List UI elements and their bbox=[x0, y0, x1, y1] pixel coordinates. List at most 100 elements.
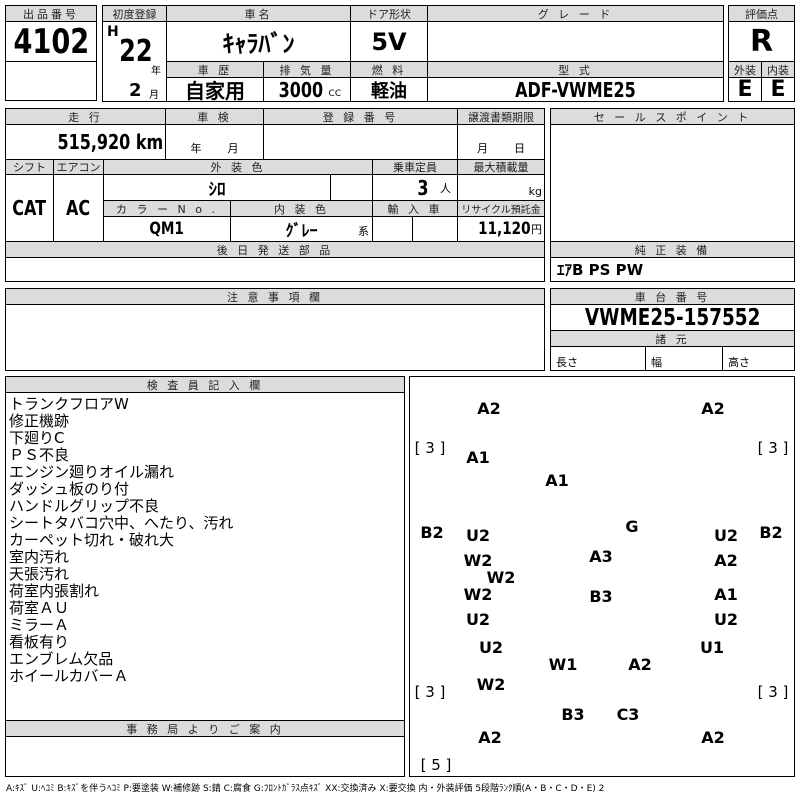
damage-mark: [ 3 ] bbox=[757, 439, 789, 457]
lot-empty bbox=[5, 61, 97, 101]
ac-label: エアコン bbox=[53, 159, 104, 175]
damage-mark: W2 bbox=[463, 551, 493, 570]
sales-point-label: セ ー ル ス ポ イ ン ト bbox=[550, 108, 795, 125]
specs-label: 諸 元 bbox=[550, 330, 795, 347]
displacement-label: 排 気 量 bbox=[263, 61, 351, 78]
mileage-label: 走 行 bbox=[5, 108, 166, 125]
color-no-label: カ ラ ー N o . bbox=[103, 200, 231, 217]
inspector-note: シートタバコ穴中、へたり、汚れ bbox=[9, 514, 234, 532]
damage-mark: A2 bbox=[701, 728, 725, 747]
damage-mark: B3 bbox=[561, 705, 585, 724]
specs-height: 高さ bbox=[722, 346, 795, 371]
chassis-label: 車 台 番 号 bbox=[550, 288, 795, 305]
grade-label: グ レ ー ド bbox=[427, 5, 724, 22]
inspector-note: エンジン廻りオイル漏れ bbox=[9, 463, 175, 481]
inspector-note: トランクフロアW bbox=[9, 395, 129, 413]
score-label: 評価点 bbox=[728, 5, 795, 22]
damage-mark: U2 bbox=[713, 610, 739, 629]
later-parts-label: 後 日 発 送 部 品 bbox=[5, 241, 545, 258]
color-no-value: QM1 bbox=[103, 216, 231, 242]
damage-mark: U1 bbox=[699, 638, 725, 657]
int-score: E bbox=[761, 77, 795, 102]
ac-value: AC bbox=[53, 174, 104, 242]
damage-mark: U2 bbox=[478, 638, 504, 657]
model-label: 型 式 bbox=[427, 61, 724, 78]
damage-mark: A1 bbox=[545, 471, 569, 490]
caution-value bbox=[5, 304, 545, 371]
inspector-note: ダッシュ板のり付 bbox=[9, 480, 130, 498]
inspector-note: ハンドルグリップ不良 bbox=[9, 497, 160, 515]
ext-color-value: ｼﾛ bbox=[103, 174, 331, 201]
damage-mark: B3 bbox=[589, 587, 613, 606]
score-value: R bbox=[728, 21, 795, 62]
damage-mark: A1 bbox=[714, 585, 738, 604]
int-color-value: ｸﾞﾚｰ系 bbox=[230, 216, 373, 242]
year-unit: 年 bbox=[151, 66, 161, 77]
capacity-label: 乗車定員 bbox=[372, 159, 458, 175]
damage-mark: W2 bbox=[486, 568, 516, 587]
damage-mark: U2 bbox=[465, 610, 491, 629]
import-value-1 bbox=[372, 216, 413, 242]
month: 2 bbox=[129, 80, 142, 101]
damage-mark: A2 bbox=[701, 399, 725, 418]
first-reg-value: H 22 年 2 月 bbox=[102, 21, 167, 102]
ext-color-label: 外 装 色 bbox=[103, 159, 373, 175]
inspector-note: 荷室ＡＵ bbox=[9, 599, 70, 617]
inspector-note: 天張汚れ bbox=[9, 565, 70, 583]
import-label: 輸 入 車 bbox=[372, 200, 458, 217]
chassis-value: VWME25-157552 bbox=[550, 304, 795, 331]
equipment-value: ｴｱB PS PW bbox=[550, 257, 795, 282]
legend: A:ｷｽﾞ U:ﾍｺﾐ B:ｷｽﾞを伴うﾍｺﾐ P:要塗装 W:補修跡 S:錆 … bbox=[6, 784, 605, 794]
door-value: 5V bbox=[350, 21, 428, 62]
damage-mark: A1 bbox=[466, 448, 490, 467]
equipment-label: 純 正 装 備 bbox=[550, 241, 795, 258]
damage-mark: W2 bbox=[476, 675, 506, 694]
grade-value bbox=[427, 21, 724, 62]
model-value: ADF-VWME25 bbox=[427, 77, 724, 102]
damage-mark: A2 bbox=[478, 728, 502, 747]
recycle-label: リサイクル預託金 bbox=[457, 200, 545, 217]
inspector-note: エンブレム欠品 bbox=[9, 650, 114, 668]
inspector-note: カーペット切れ・破れ大 bbox=[9, 531, 175, 549]
max-load-label: 最大積載量 bbox=[457, 159, 545, 175]
inspection-value: 年月 bbox=[165, 124, 264, 160]
history-label: 車 歴 bbox=[166, 61, 264, 78]
reg-no-value bbox=[263, 124, 458, 160]
ext-color-extra bbox=[330, 174, 373, 201]
damage-mark: U2 bbox=[713, 526, 739, 545]
inspector-note: 荷室内張割れ bbox=[9, 582, 100, 600]
import-value-2 bbox=[412, 216, 458, 242]
fuel-label: 燃 料 bbox=[350, 61, 428, 78]
lot-label: 出品番号 bbox=[5, 5, 97, 22]
transfer-label: 譲渡書類期限 bbox=[457, 108, 545, 125]
damage-mark: W2 bbox=[463, 585, 493, 604]
transfer-value: 月日 bbox=[457, 124, 545, 160]
damage-mark: U2 bbox=[465, 526, 491, 545]
inspection-label: 車 検 bbox=[165, 108, 264, 125]
damage-mark: [ 3 ] bbox=[414, 439, 446, 457]
damage-mark: [ 3 ] bbox=[757, 683, 789, 701]
damage-mark: A2 bbox=[714, 551, 738, 570]
history-value: 自家用 bbox=[166, 77, 264, 102]
damage-mark: C3 bbox=[616, 705, 640, 724]
damage-mark: B2 bbox=[420, 523, 444, 542]
damage-mark: A2 bbox=[628, 655, 652, 674]
door-label: ドア形状 bbox=[350, 5, 428, 22]
shift-value: CAT bbox=[5, 174, 54, 242]
month-unit: 月 bbox=[149, 90, 159, 101]
int-score-label: 内装 bbox=[761, 61, 795, 78]
office-label: 事 務 局 よ り ご 案 内 bbox=[6, 720, 404, 737]
inspector-note: 室内汚れ bbox=[9, 548, 70, 566]
fuel-value: 軽油 bbox=[350, 77, 428, 102]
inspector-note: 修正機跡 bbox=[9, 412, 70, 430]
inspector-note: ＰＳ不良 bbox=[9, 446, 70, 464]
damage-mark: A3 bbox=[589, 547, 613, 566]
inspector-note: 看板有り bbox=[9, 633, 70, 651]
lot-number: 4102 bbox=[5, 21, 97, 62]
first-reg-label: 初度登録 bbox=[102, 5, 167, 22]
damage-mark: B2 bbox=[759, 523, 783, 542]
